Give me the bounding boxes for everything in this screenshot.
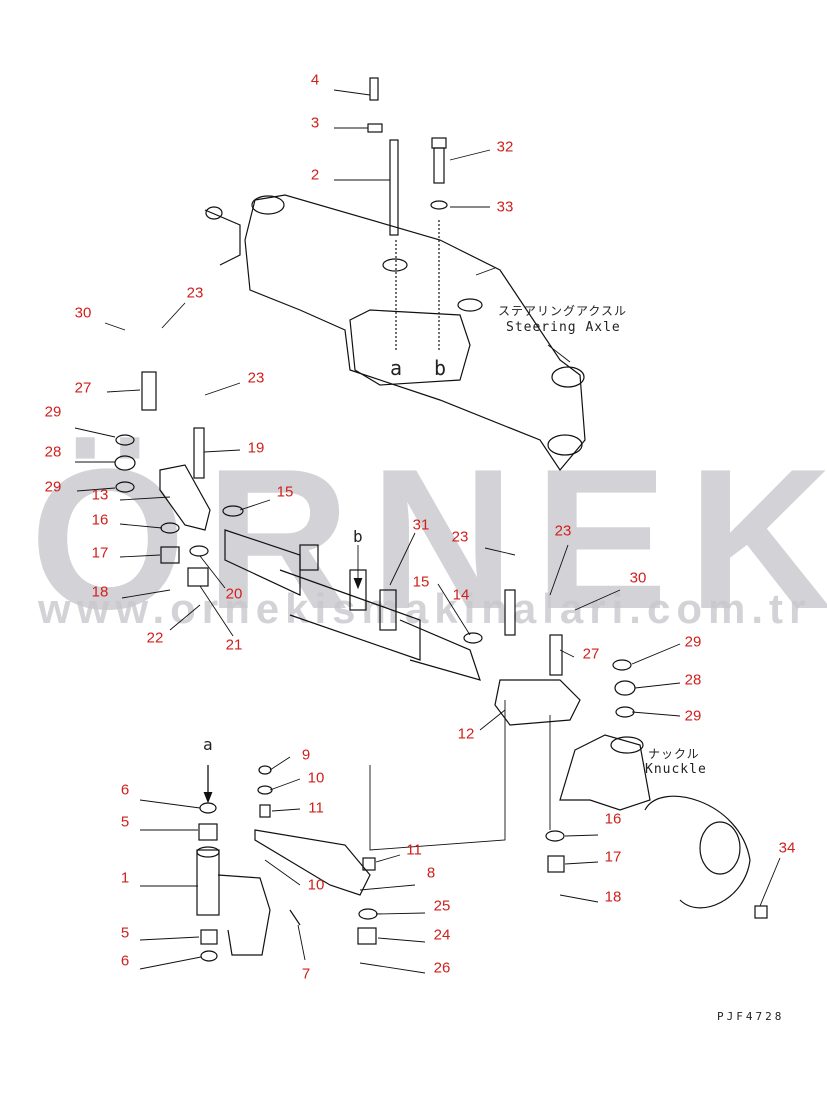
part-label: 21	[225, 636, 243, 654]
part-label: 33	[496, 198, 514, 216]
ref-a-label: a	[390, 356, 404, 380]
part-label: 7	[301, 965, 311, 983]
part-label: 14	[452, 586, 470, 604]
part-label: 17	[91, 544, 109, 562]
part-label: 2	[310, 166, 320, 184]
part-label: 25	[433, 897, 451, 915]
part-label: 23	[247, 369, 265, 387]
part-label: 6	[120, 781, 130, 799]
part-label: 32	[496, 138, 514, 156]
drawing-code: PJF4728	[717, 1010, 785, 1023]
part-label: 12	[457, 725, 475, 743]
part-label: 15	[276, 483, 294, 501]
part-label: 9	[301, 746, 311, 764]
part-label: 8	[426, 864, 436, 882]
knuckle-label-jp: ナックル	[648, 747, 700, 761]
part-label: 5	[120, 924, 130, 942]
part-label: 22	[146, 629, 164, 647]
part-label: 3	[310, 114, 320, 132]
part-label: 31	[412, 516, 430, 534]
part-label: 23	[451, 528, 469, 546]
part-label: 10	[307, 769, 325, 787]
part-label: 13	[91, 486, 109, 504]
knuckle-label-en: Knuckle	[645, 762, 707, 777]
part-label: 28	[44, 443, 62, 461]
part-label: 15	[412, 573, 430, 591]
part-label: 20	[225, 585, 243, 603]
part-label: 29	[44, 403, 62, 421]
part-label: 11	[406, 841, 422, 859]
part-label: 23	[186, 284, 204, 302]
leader-lines	[74, 89, 781, 974]
part-label: 27	[74, 379, 92, 397]
part-label: 34	[778, 839, 796, 857]
part-label: 29	[684, 633, 702, 651]
part-label: 1	[120, 869, 130, 887]
part-label: 5	[120, 813, 130, 831]
steering-axle-label-jp: ステアリングアクスル	[498, 304, 628, 318]
watermark-brand: ÖRNEK	[30, 428, 827, 651]
part-label: 18	[604, 888, 622, 906]
part-label: 10	[307, 876, 325, 894]
part-label: 19	[247, 439, 265, 457]
part-label: 30	[629, 569, 647, 587]
part-label: 23	[554, 522, 572, 540]
part-label: 24	[433, 926, 451, 944]
part-label: 16	[91, 511, 109, 529]
part-label: 28	[684, 671, 702, 689]
watermark-url: www.ornekismakinalari.com.tr	[38, 585, 812, 632]
part-label: 30	[74, 304, 92, 322]
ref-b-label: b	[434, 356, 448, 380]
part-label: 29	[684, 707, 702, 725]
part-label: 16	[604, 810, 622, 828]
steering-cylinder-drawing	[224, 529, 481, 681]
part-label: 17	[604, 848, 622, 866]
part-label: 6	[120, 952, 130, 970]
part-label: 18	[91, 583, 109, 601]
steering-axle-label-en: Steering Axle	[506, 320, 621, 335]
arrow-a-label: a	[203, 735, 214, 754]
part-label: 27	[582, 645, 600, 663]
part-label: 11	[308, 799, 324, 817]
arrow-b-label: b	[353, 527, 364, 546]
part-label: 4	[310, 71, 320, 89]
pin-drawing	[389, 139, 399, 236]
part-label: 26	[433, 959, 451, 977]
steering-axle-drawing	[204, 194, 586, 472]
part-label: 29	[44, 478, 62, 496]
